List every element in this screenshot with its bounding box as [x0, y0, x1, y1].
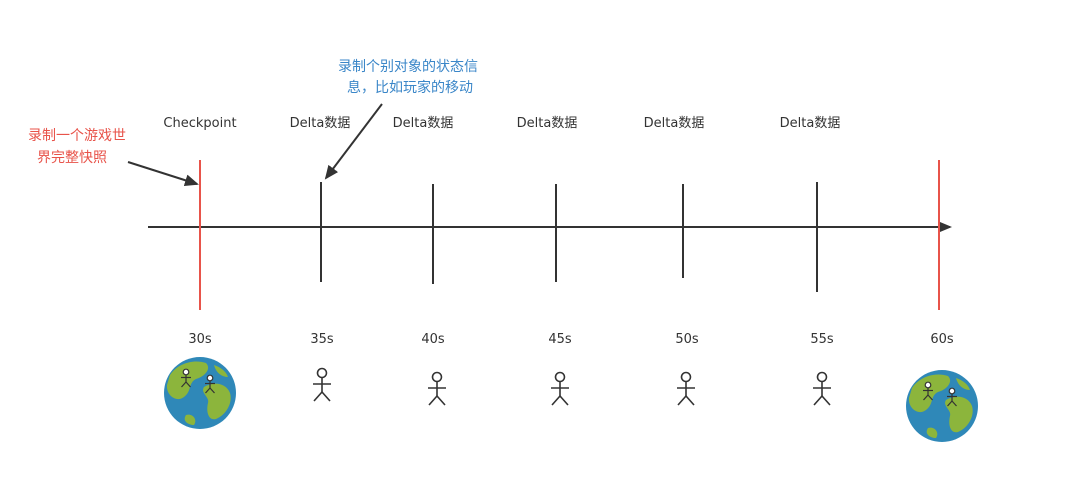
- time-label-45s: 45s: [548, 332, 572, 347]
- time-label-40s: 40s: [421, 332, 445, 347]
- stick-figure-icon: [676, 371, 696, 406]
- marker-label-delta-45s: Delta数据: [517, 116, 578, 131]
- earth-with-players-icon: [164, 357, 236, 429]
- note-object-state-arrow: [324, 103, 383, 180]
- note-object-state-line1: 录制个别对象的状态信: [338, 59, 478, 75]
- stick-figure-icon: [312, 367, 332, 402]
- note-full-snapshot-arrow: [127, 161, 199, 187]
- stick-figure-icon: [550, 371, 570, 406]
- time-label-50s: 50s: [675, 332, 699, 347]
- marker-label-delta-40s: Delta数据: [393, 116, 454, 131]
- marker-label-delta-50s: Delta数据: [644, 116, 705, 131]
- time-label-55s: 55s: [810, 332, 834, 347]
- time-label-35s: 35s: [310, 332, 334, 347]
- earth-with-players-icon: [906, 370, 978, 442]
- note-full-snapshot-line2: 界完整快照: [37, 150, 107, 166]
- marker-label-delta-35s: Delta数据: [290, 116, 351, 131]
- note-object-state-line2: 息，比如玩家的移动: [347, 79, 473, 96]
- marker-label-checkpoint: Checkpoint: [163, 116, 236, 131]
- note-full-snapshot-line1: 录制一个游戏世: [28, 128, 126, 144]
- marker-label-delta-55s: Delta数据: [780, 116, 841, 131]
- stick-figure-icon: [812, 371, 832, 406]
- time-label-30s: 30s: [188, 332, 212, 347]
- time-label-60s: 60s: [930, 332, 954, 347]
- stick-figure-icon: [427, 371, 447, 406]
